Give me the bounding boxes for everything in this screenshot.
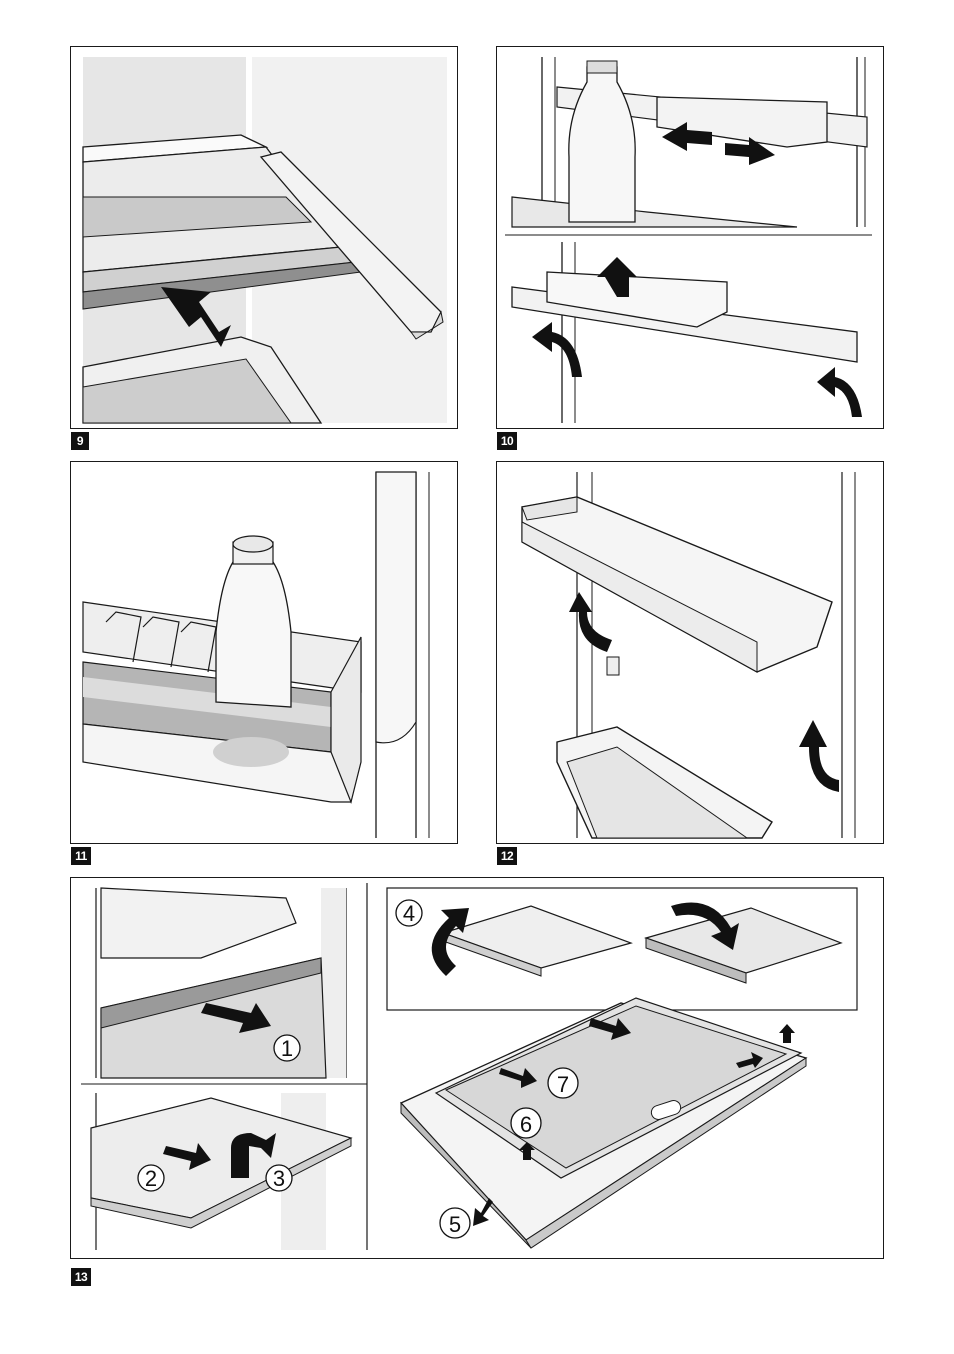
step-2-label: 2 <box>145 1166 157 1191</box>
figure-11-panel <box>70 461 458 844</box>
curved-arrow-icon-2 <box>817 367 862 417</box>
figure-13-panel: 1 2 3 4 7 6 5 <box>70 877 884 1259</box>
glass-shelf-disassembly-illustration: 1 2 3 4 7 6 5 <box>71 878 884 1259</box>
curved-arrow-icon <box>569 592 612 652</box>
up-arrow-icon <box>779 1024 795 1043</box>
shelf-insertion-illustration <box>71 47 458 429</box>
figure-9-panel <box>70 46 458 429</box>
door-shelf-milk-bottle-illustration <box>71 462 458 844</box>
figure-9-number: 9 <box>71 432 89 450</box>
step-7-label: 7 <box>557 1072 569 1097</box>
step-6-label: 6 <box>520 1112 532 1137</box>
door-shelf-bottle-illustration <box>497 47 884 429</box>
release-arrow-icon <box>473 1198 493 1226</box>
step-3-label: 3 <box>273 1166 285 1191</box>
step-4-label: 4 <box>403 901 415 926</box>
figure-12-number: 12 <box>497 847 517 865</box>
figure-11-number: 11 <box>71 847 91 865</box>
figure-10-panel <box>496 46 884 429</box>
curved-arrow-icon-2 <box>799 720 839 792</box>
figure-10-number: 10 <box>497 432 517 450</box>
step-5-label: 5 <box>449 1212 461 1237</box>
door-shelf-removal-illustration <box>497 462 884 844</box>
figure-12-panel <box>496 461 884 844</box>
step-1-label: 1 <box>281 1036 293 1061</box>
figure-13-number: 13 <box>71 1268 91 1286</box>
